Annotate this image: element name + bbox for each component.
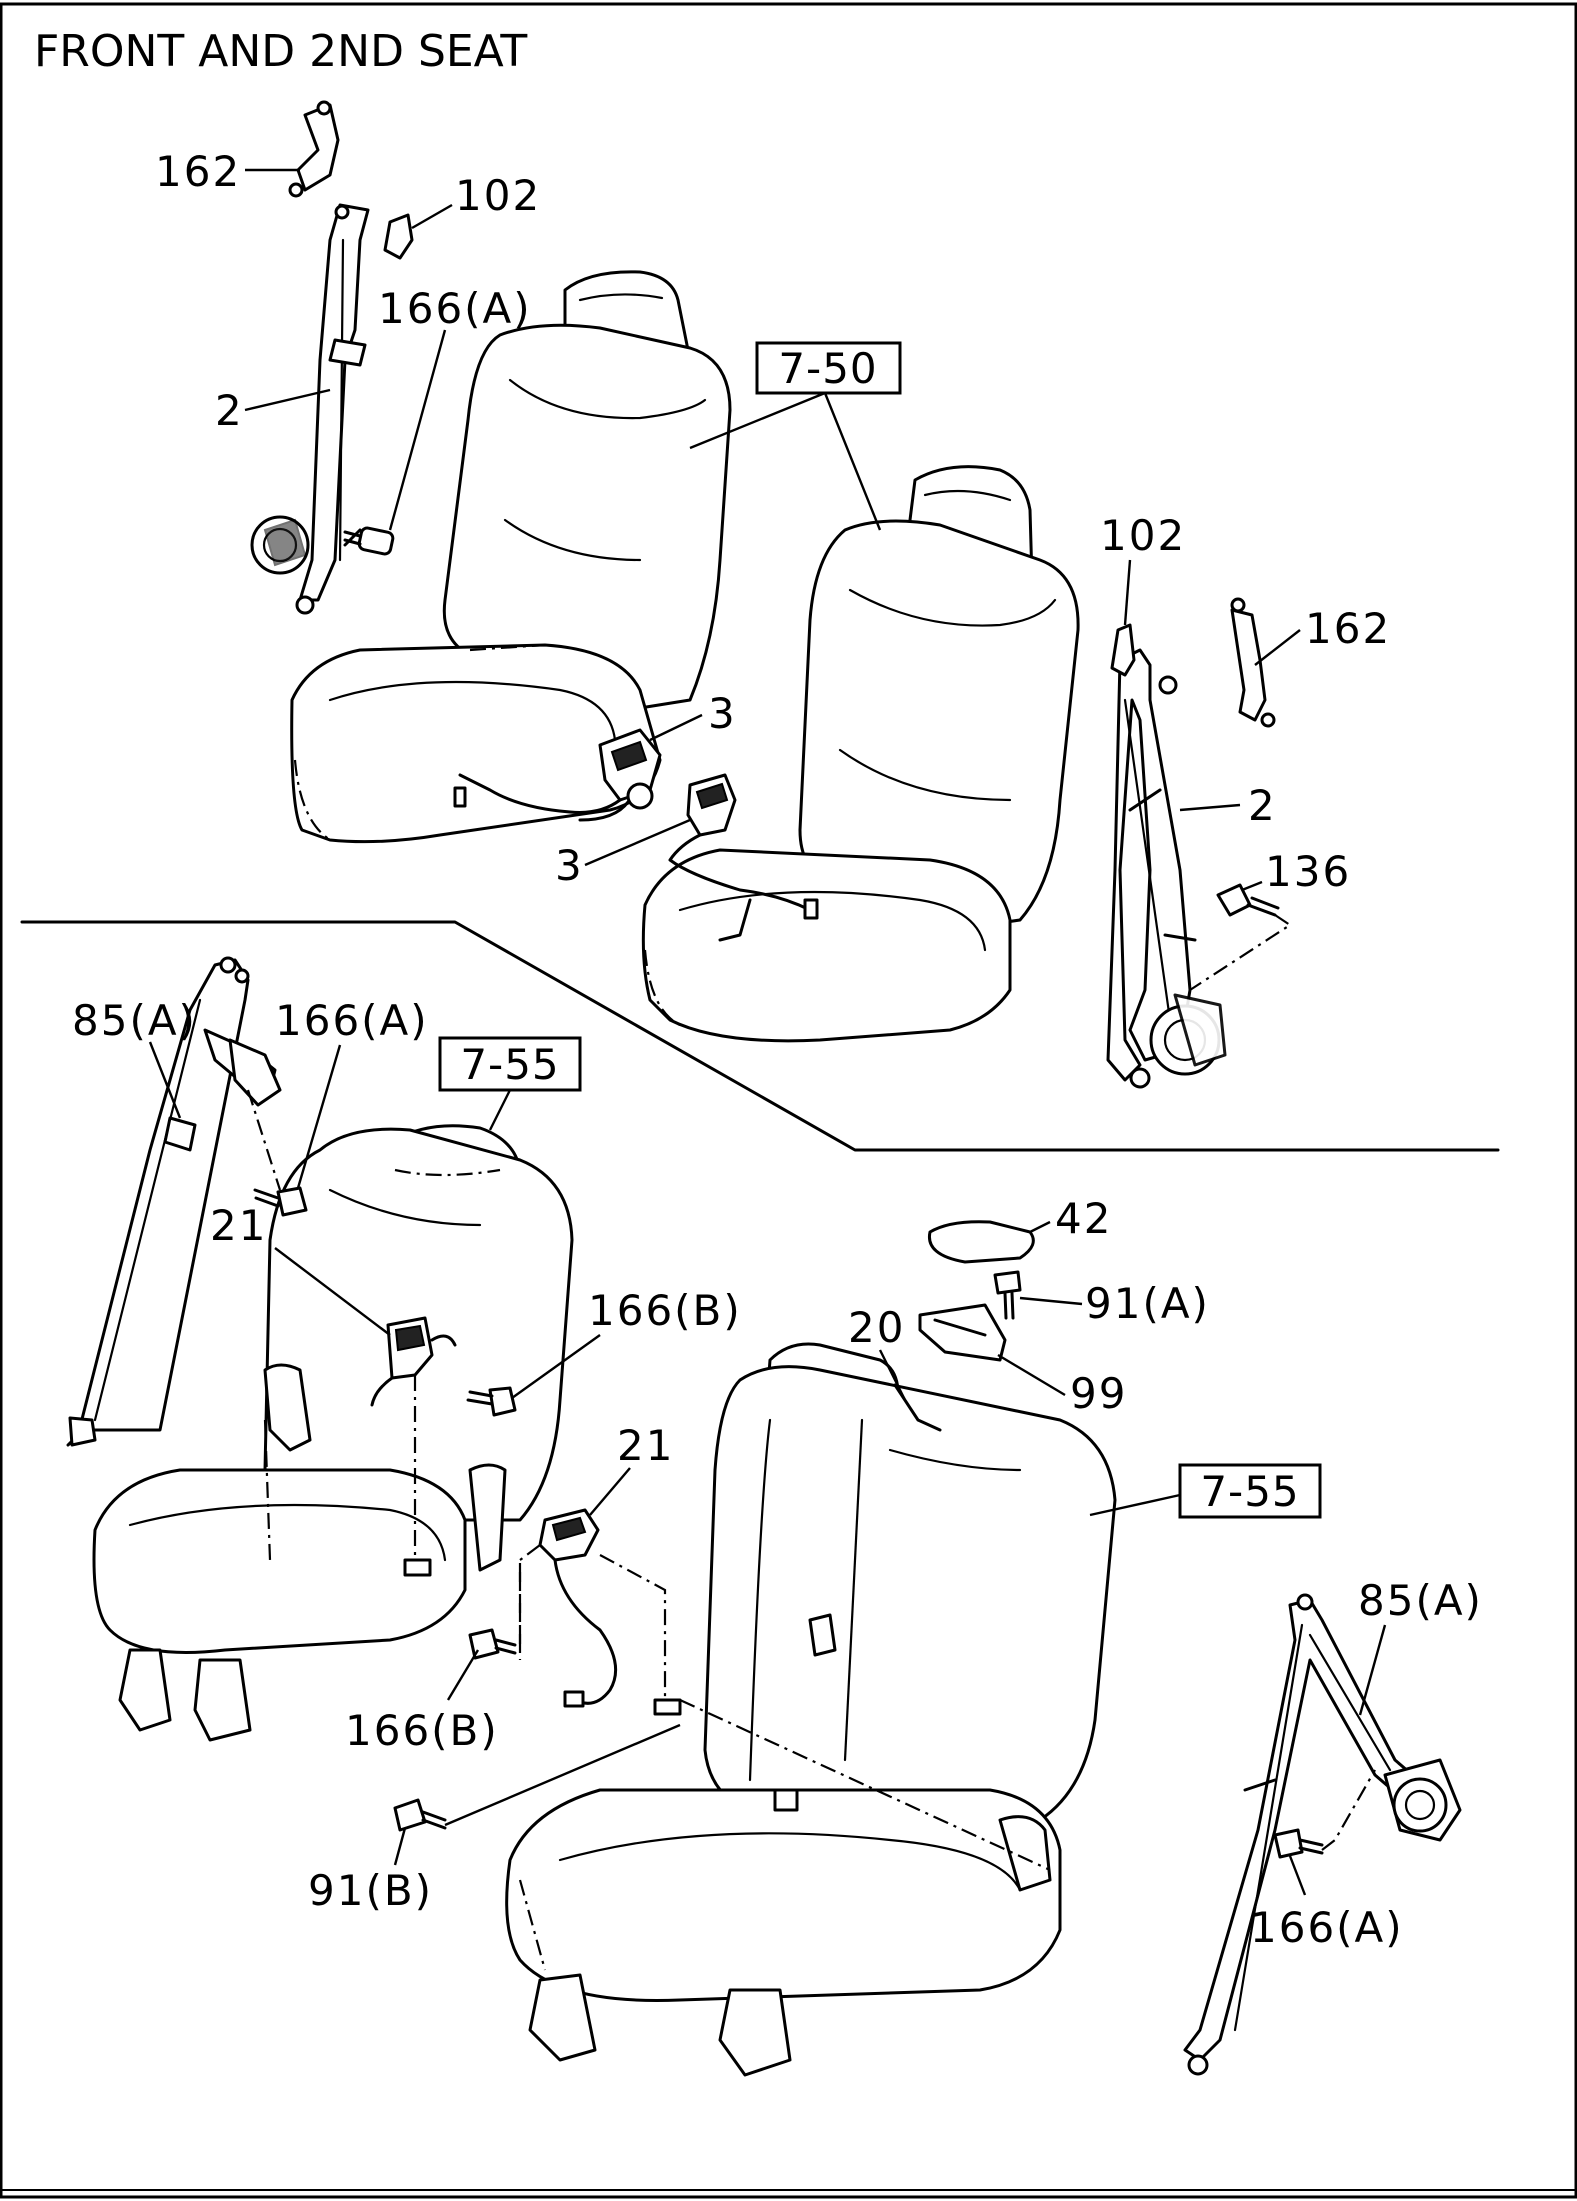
callout-rear-right-buckle-bolt: 166(B) [345, 1649, 499, 1755]
svg-text:166(B): 166(B) [345, 1706, 499, 1755]
front-left-bolt [343, 526, 395, 556]
svg-text:21: 21 [210, 1201, 267, 1250]
svg-text:91(A): 91(A) [1085, 1279, 1210, 1328]
callout-rear-floor-bolt: 91(B) [308, 1827, 433, 1915]
second-left-buckle [370, 1316, 457, 1577]
svg-text:21: 21 [617, 1421, 674, 1470]
callout-rear-cover: 42 [1029, 1194, 1112, 1243]
front-right-seat [641, 465, 1080, 1043]
callout-front-left-belt: 2 [215, 386, 331, 435]
front-right-belt-assembly [1106, 648, 1227, 1089]
front-left-buckle [453, 728, 662, 822]
front-left-belt-assembly [250, 100, 370, 615]
second-left-buckle-bolt [466, 1386, 517, 1417]
svg-text:2: 2 [1248, 781, 1277, 830]
callout-front-left-bolt: 166(A) [378, 284, 532, 531]
svg-text:7-55: 7-55 [1200, 1467, 1299, 1516]
second-right-buckle-bolt [468, 1560, 522, 1660]
front-left-guide-part [383, 213, 414, 260]
svg-text:42: 42 [1055, 1194, 1112, 1243]
svg-text:7-55: 7-55 [460, 1040, 559, 1089]
callout-front-right-guide: 102 [1100, 511, 1186, 626]
svg-text:3: 3 [708, 689, 737, 738]
second-right-buckle [518, 1508, 667, 1708]
svg-text:136: 136 [1265, 847, 1351, 896]
front-right-bolt [1189, 883, 1293, 991]
ref-box-second-right: 7-55 [1089, 1463, 1322, 1519]
second-left-seat [92, 1124, 574, 1742]
second-right-seat [505, 1342, 1117, 2077]
svg-text:7-50: 7-50 [778, 344, 877, 393]
callout-rear-right-bolt: 166(A) [1250, 1855, 1404, 1952]
svg-text:102: 102 [455, 171, 541, 220]
callout-rear-left-buckle: 21 [210, 1201, 391, 1336]
ref-box-front-seats: 7-50 [689, 341, 902, 531]
diagram-title: FRONT AND 2ND SEAT [34, 26, 527, 77]
svg-text:99: 99 [1070, 1369, 1127, 1418]
front-right-anchor-part [1230, 597, 1276, 728]
callout-front-left-anchor: 162 [155, 147, 300, 196]
svg-text:162: 162 [155, 147, 241, 196]
svg-text:85(A): 85(A) [1358, 1576, 1483, 1625]
callout-rear-right-buckle: 21 [589, 1421, 674, 1516]
svg-text:3: 3 [555, 841, 584, 890]
ref-box-second-left: 7-55 [438, 1036, 582, 1131]
callout-rear-bracket-plate: 99 [997, 1353, 1127, 1418]
svg-text:166(A): 166(A) [275, 996, 429, 1045]
callout-rear-cover-bolt: 91(A) [1019, 1279, 1210, 1328]
callout-front-right-anchor: 162 [1254, 604, 1391, 666]
front-right-guide-part [1110, 623, 1136, 677]
second-right-belt-assembly [1183, 1593, 1462, 2076]
callout-rear-bracket: 20 [848, 1303, 907, 1401]
callout-rear-left-buckle-bolt: 166(B) [511, 1286, 742, 1399]
section-divider [20, 920, 1500, 1152]
svg-text:2: 2 [215, 386, 244, 435]
svg-text:166(B): 166(B) [588, 1286, 742, 1335]
callout-front-left-guide: 102 [411, 171, 541, 230]
rear-cover-bolt [993, 1270, 1022, 1320]
svg-text:166(A): 166(A) [1250, 1903, 1404, 1952]
second-left-belt-assembly [66, 956, 282, 1447]
callout-rear-left-belt: 85(A) [72, 996, 197, 1119]
callout-front-right-bolt: 136 [1241, 847, 1351, 896]
callout-rear-right-belt: 85(A) [1358, 1576, 1483, 1716]
svg-text:102: 102 [1100, 511, 1186, 560]
svg-text:91(B): 91(B) [308, 1866, 433, 1915]
svg-text:162: 162 [1305, 604, 1391, 653]
front-right-buckle [668, 773, 819, 942]
callout-front-right-buckle: 3 [555, 818, 691, 890]
svg-text:166(A): 166(A) [378, 284, 532, 333]
callout-front-right-belt: 2 [1179, 781, 1277, 830]
rear-cover-part [927, 1220, 1035, 1264]
second-right-floor-bolt [393, 1723, 681, 1832]
second-left-belt-bolt [246, 1089, 308, 1217]
callout-rear-left-bolt-upper: 166(A) [275, 996, 429, 1189]
svg-text:85(A): 85(A) [72, 996, 197, 1045]
rear-bracket-plate [918, 1303, 1007, 1362]
callout-front-left-buckle: 3 [649, 689, 737, 742]
second-right-belt-bolt [1273, 1769, 1376, 1859]
svg-text:20: 20 [848, 1303, 905, 1352]
